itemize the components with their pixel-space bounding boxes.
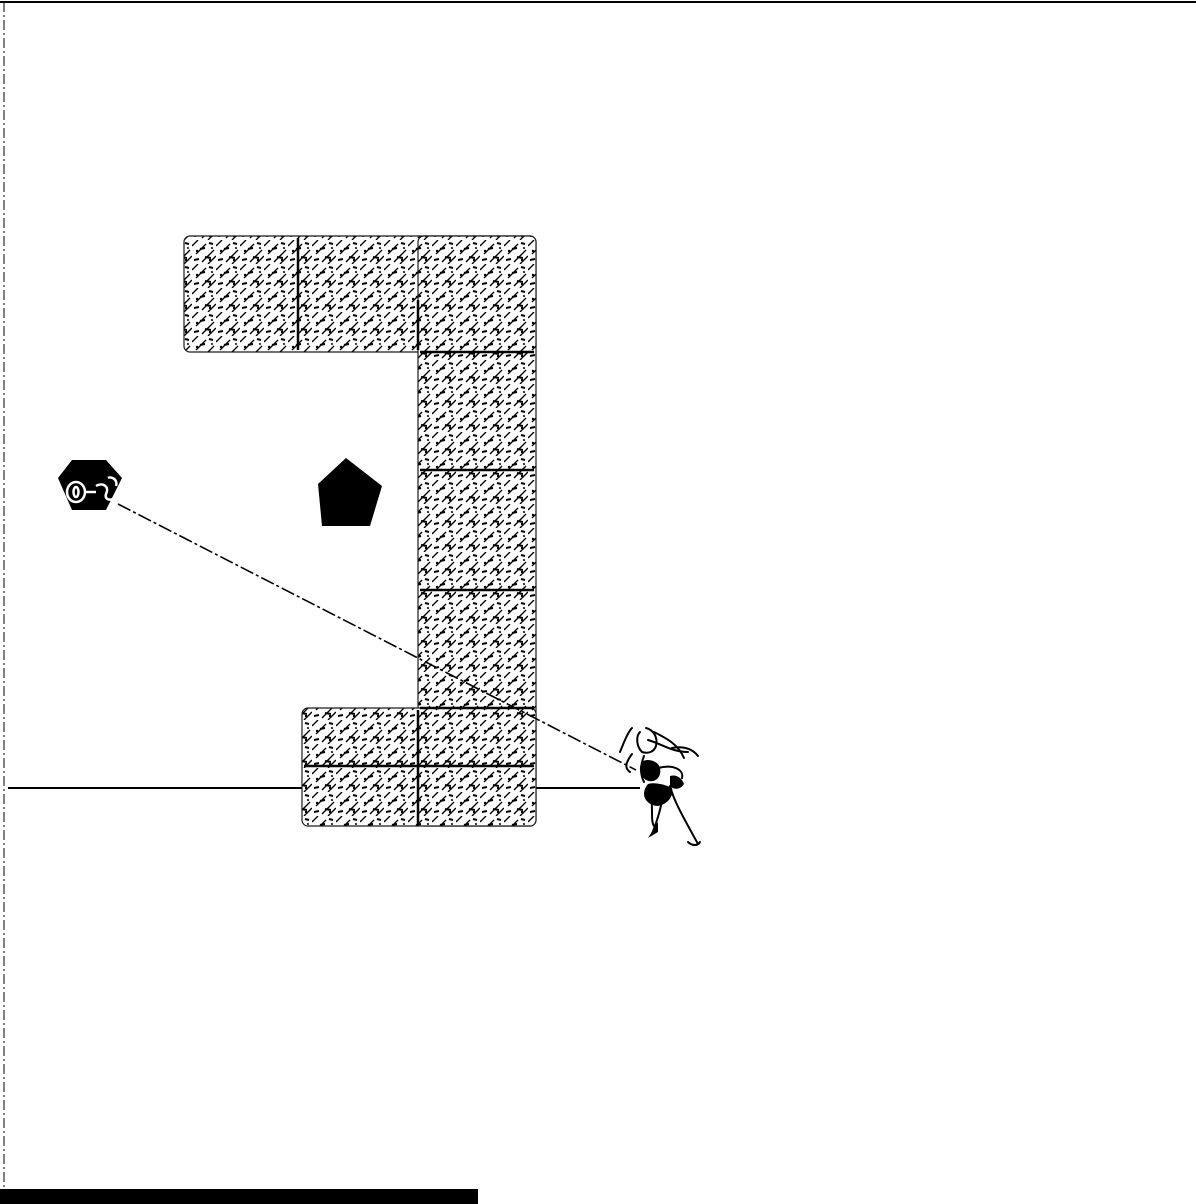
stone-wall (184, 236, 536, 826)
pentagon-target[interactable] (318, 458, 382, 526)
player-character[interactable] (620, 728, 700, 845)
progress-bar-fill (0, 1189, 478, 1204)
hexagon-badge[interactable] (58, 460, 122, 510)
